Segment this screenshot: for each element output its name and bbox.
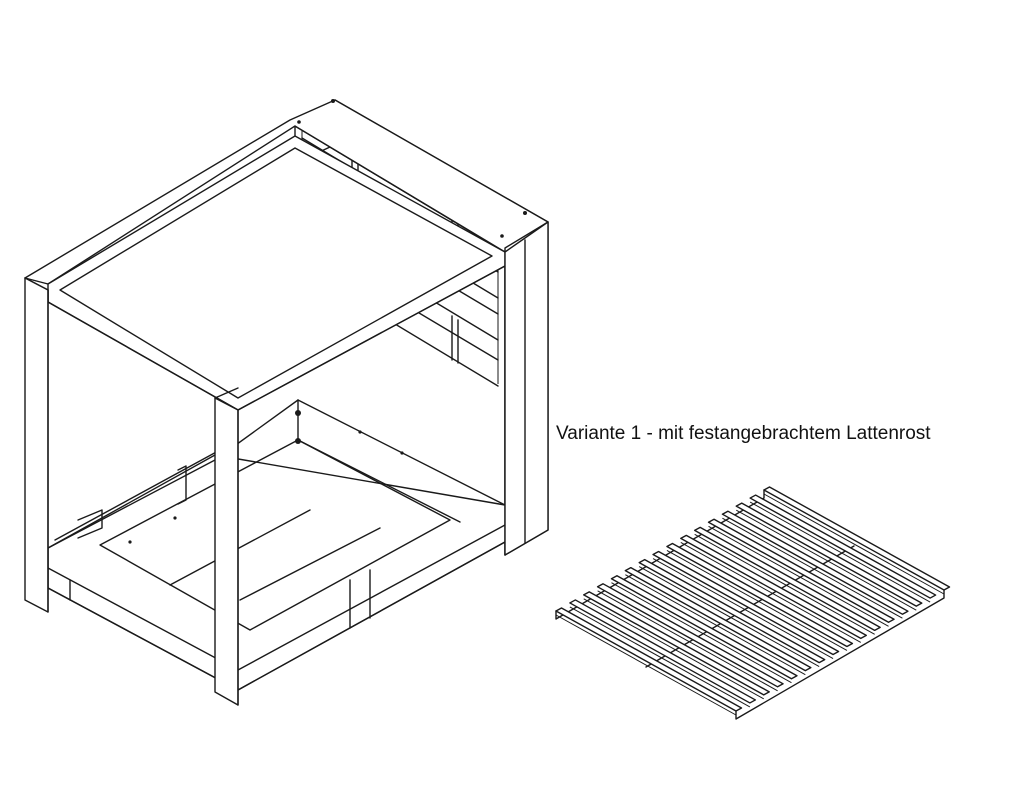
slat-edge	[736, 509, 917, 611]
slat-edge	[680, 541, 862, 643]
slat-edge	[652, 558, 834, 659]
bed-posts	[24, 221, 549, 706]
slat	[652, 550, 840, 656]
slat-edge	[583, 598, 764, 700]
slat	[749, 494, 937, 599]
slat	[583, 591, 770, 696]
slat	[555, 607, 743, 712]
slat	[721, 510, 909, 615]
slat-edge	[638, 566, 820, 668]
slat	[638, 558, 826, 664]
slat	[680, 534, 867, 640]
slat	[610, 575, 798, 680]
slat-edge	[611, 582, 792, 684]
slat	[569, 599, 757, 704]
slat	[624, 566, 812, 672]
slat-edge	[763, 493, 945, 595]
slat-edge	[708, 525, 889, 627]
slat-edge	[666, 550, 848, 651]
slat	[693, 526, 881, 632]
slat-edge	[694, 533, 875, 635]
slat	[735, 502, 923, 607]
slat	[763, 486, 951, 591]
slat	[666, 542, 854, 648]
variant-caption: Variante 1 - mit festangebrachtem Latten…	[556, 423, 931, 444]
slat-edge	[722, 517, 903, 619]
slat	[596, 583, 784, 688]
screw-holes	[128, 99, 527, 544]
slat-edge	[749, 501, 931, 603]
slat-edge	[555, 614, 737, 716]
slat-edge	[569, 606, 751, 708]
slatted-frame	[555, 486, 951, 720]
slat-edge	[625, 574, 806, 676]
slat	[707, 518, 895, 623]
slat-edge	[597, 590, 778, 692]
